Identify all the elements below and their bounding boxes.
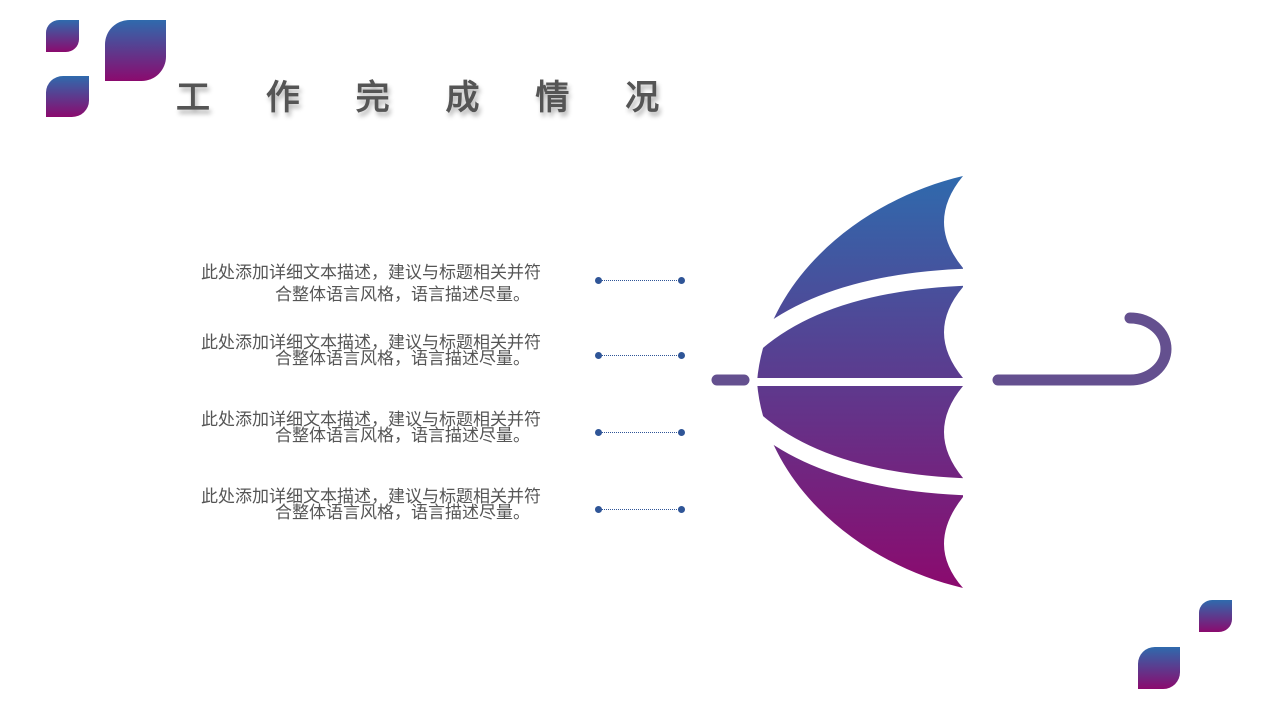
- connector: [595, 352, 685, 360]
- connector: [595, 506, 685, 514]
- text-line: 合整体语言风格，语言描述尽量。: [275, 426, 530, 446]
- page-title: 工 作 完 成 情 况: [176, 78, 682, 118]
- text-line: 此处添加详细文本描述，建议与标题相关并符: [201, 487, 541, 507]
- text-line: 合整体语言风格，语言描述尽量。: [275, 285, 530, 305]
- text-line: 此处添加详细文本描述，建议与标题相关并符: [201, 410, 541, 430]
- decor-leaf: [1199, 600, 1232, 632]
- connector: [595, 429, 685, 437]
- decor-leaf: [105, 20, 166, 81]
- connector: [595, 277, 685, 285]
- text-line: 合整体语言风格，语言描述尽量。: [275, 349, 530, 369]
- text-line: 此处添加详细文本描述，建议与标题相关并符: [201, 333, 541, 353]
- text-line: 合整体语言风格，语言描述尽量。: [275, 503, 530, 523]
- decor-leaf: [1138, 647, 1180, 689]
- decor-leaf: [46, 20, 79, 52]
- decor-leaf: [46, 76, 89, 117]
- text-line: 此处添加详细文本描述，建议与标题相关并符: [201, 263, 541, 283]
